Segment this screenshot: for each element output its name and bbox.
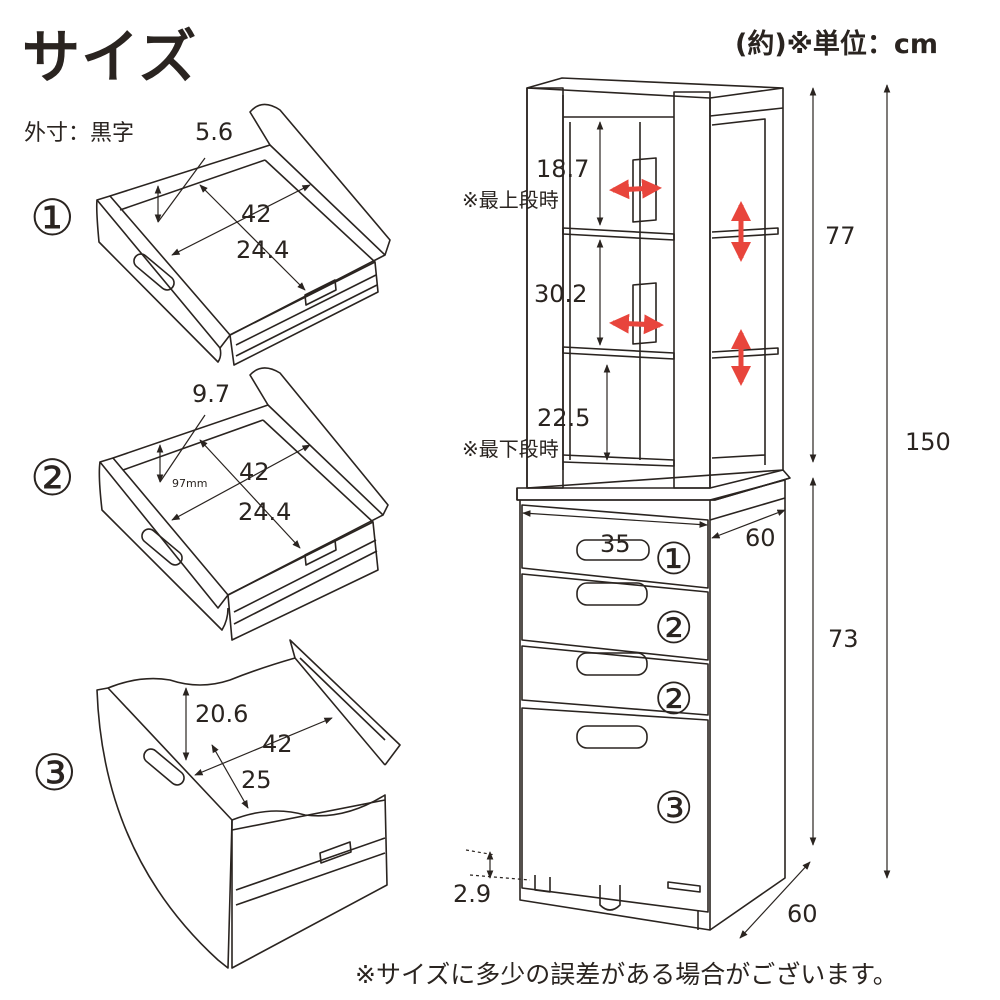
adjustment-arrows	[609, 178, 751, 386]
lower-height-label: 73	[828, 625, 859, 653]
inner-width-label: 35	[600, 530, 631, 558]
base-depth-label: 60	[787, 900, 818, 928]
drawer-2-number: ②	[30, 449, 75, 507]
legend-note: 外寸：黒字	[24, 121, 135, 146]
drawer-3-width-label: 42	[262, 730, 293, 758]
drawer-1-length-label: 24.4	[236, 236, 290, 264]
side-depth-label: 60	[745, 524, 776, 552]
drawer-1-width-label: 42	[241, 200, 272, 228]
front-drawer-3-number: ②	[654, 674, 694, 725]
cabinet-upper-drawing	[526, 77, 784, 489]
shelf-mid-height: 30.2	[534, 280, 588, 308]
drawer-1-depth-label: 5.6	[195, 118, 234, 146]
shelf-bottom-note: ※最下段時	[462, 437, 559, 461]
drawer-3-depth-label: 20.6	[195, 700, 249, 728]
front-drawer-1-number: ①	[654, 534, 694, 585]
shelf-bottom-height: 22.5	[537, 404, 591, 432]
drawer-3-drawing	[96, 639, 401, 969]
drawer-2-length-label: 24.4	[238, 498, 292, 526]
shelf-top-note: ※最上段時	[462, 188, 559, 212]
front-drawer-2-number: ②	[654, 603, 694, 654]
drawer-3-number: ③	[32, 744, 77, 802]
front-drawer-4-number: ③	[654, 783, 694, 834]
footnote: ※サイズに多少の誤差がある場合がございます。	[355, 960, 898, 989]
drawer-2-width-label: 42	[239, 458, 270, 486]
dimension-arrows	[154, 84, 891, 939]
caster-height-label: 2.9	[453, 880, 492, 908]
drawer-1-drawing	[95, 103, 391, 366]
page-title: サイズ	[22, 23, 198, 91]
drawer-1-number: ①	[30, 189, 75, 247]
upper-height-label: 77	[825, 222, 856, 250]
drawer-2-drawing	[98, 367, 389, 641]
cabinet-lower-drawing	[516, 469, 791, 931]
drawer-2-inner-note: 97mm	[172, 477, 208, 490]
drawer-2-depth-label: 9.7	[192, 380, 231, 408]
unit-note: (約)※単位：cm	[735, 29, 939, 60]
drawer-3-length-label: 25	[241, 766, 272, 794]
shelf-top-height: 18.7	[536, 155, 590, 183]
total-height-label: 150	[905, 428, 951, 456]
